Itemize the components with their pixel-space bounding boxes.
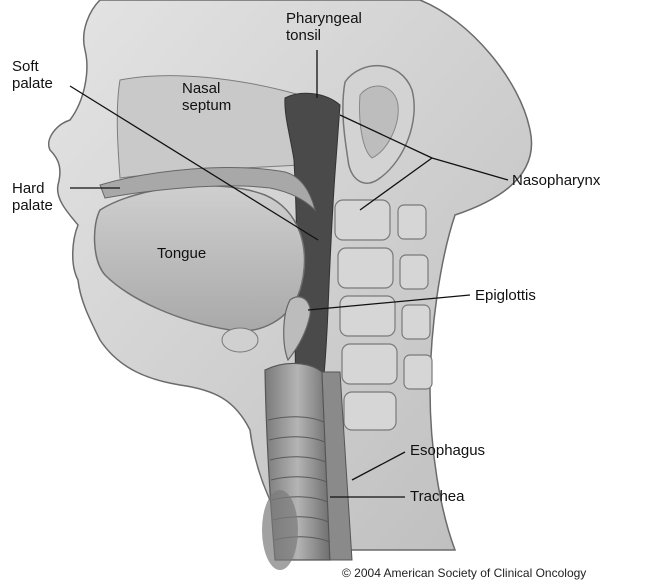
label-soft-palate: Soft palate [12,58,53,92]
hyoid-bone [222,328,258,352]
label-esophagus: Esophagus [410,442,485,459]
copyright-credit: © 2004 American Society of Clinical Onco… [342,566,586,580]
label-tongue: Tongue [157,245,206,262]
label-nasal-septum: Nasal septum [182,80,231,114]
label-trachea: Trachea [410,488,464,505]
label-pharyngeal-tonsil: Pharyngeal tonsil [286,10,362,44]
label-hard-palate: Hard palate [12,180,53,214]
clavicle-shadow [262,490,298,570]
label-nasopharynx: Nasopharynx [512,172,600,189]
label-epiglottis: Epiglottis [475,287,536,304]
